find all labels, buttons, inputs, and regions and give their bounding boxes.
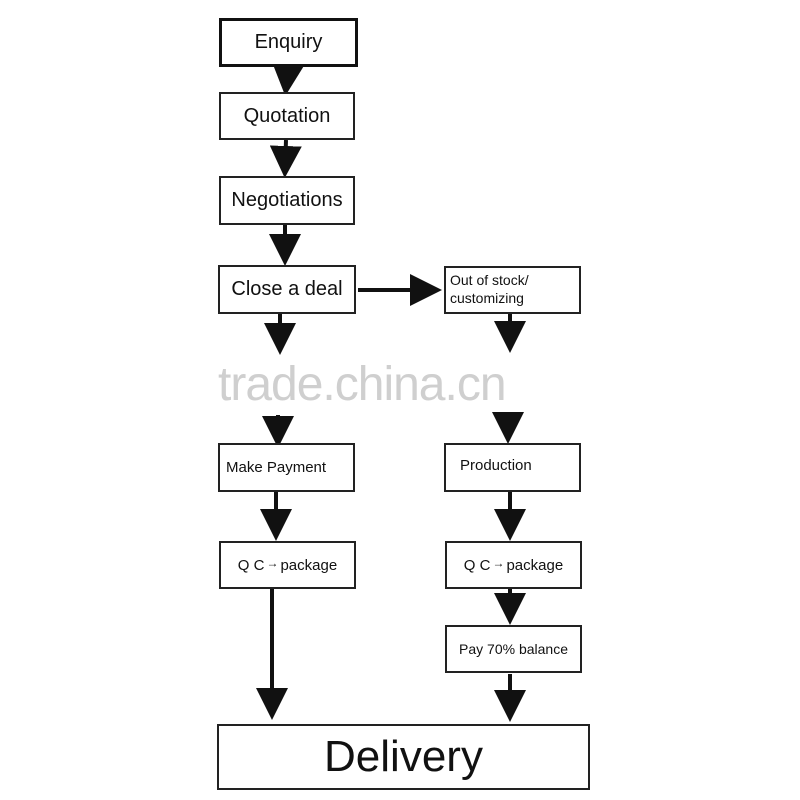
quotation-box: Quotation xyxy=(219,92,355,140)
qc-right-suffix: package xyxy=(506,556,564,574)
out-of-stock-box: Out of stock/ customizing xyxy=(444,266,581,314)
pay-balance-box: Pay 70% balance xyxy=(445,625,582,673)
qc-right-prefix: Q C xyxy=(463,556,491,574)
watermark-text: trade.china.cn xyxy=(218,358,507,411)
qc-right-arrow: → xyxy=(492,556,505,570)
make-payment-box: Make Payment xyxy=(218,443,355,492)
close-deal-label: Close a deal xyxy=(231,278,343,300)
enquiry-box: Enquiry xyxy=(219,18,358,67)
production-box: Production xyxy=(444,443,581,492)
production-label: Production xyxy=(460,457,532,474)
pay-balance-label: Pay 70% balance xyxy=(459,641,568,657)
negotiations-box: Negotiations xyxy=(219,176,355,225)
qc-left-prefix: Q C xyxy=(237,556,265,574)
qc-left-suffix: package xyxy=(280,556,338,574)
negotiations-label: Negotiations xyxy=(231,189,343,211)
qc-package-box-left: Q C → package xyxy=(219,541,356,589)
delivery-label: Delivery xyxy=(324,732,483,781)
out-of-stock-label: Out of stock/ customizing xyxy=(450,272,529,306)
qc-left-arrow: → xyxy=(266,556,279,570)
quotation-label: Quotation xyxy=(243,104,331,127)
arrow-quotation-to-negotiations xyxy=(269,139,302,178)
arrow-enquiry-to-quotation xyxy=(272,62,305,96)
close-deal-box: Close a deal xyxy=(218,265,356,314)
qc-package-box-right: Q C → package xyxy=(445,541,582,589)
enquiry-label: Enquiry xyxy=(254,31,323,53)
delivery-box: Delivery xyxy=(217,724,590,790)
make-payment-label: Make Payment xyxy=(226,459,327,476)
